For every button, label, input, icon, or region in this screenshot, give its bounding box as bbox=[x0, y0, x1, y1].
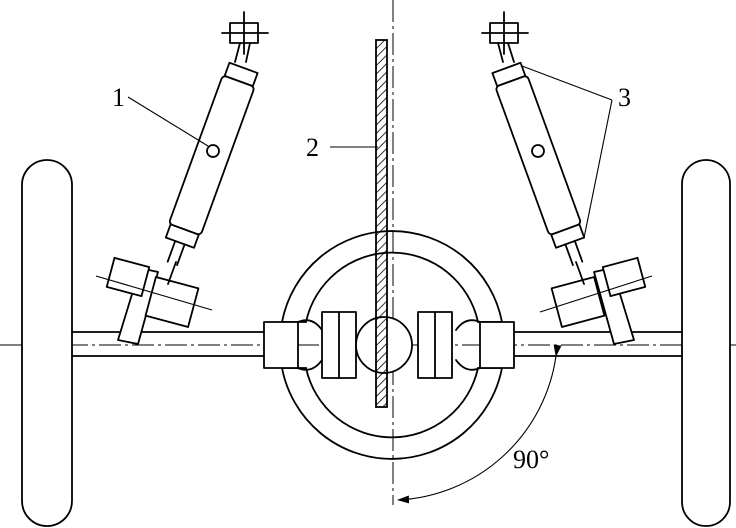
leader-line-3b bbox=[583, 99, 613, 239]
right-wheel bbox=[681, 159, 731, 527]
label-part-3: 3 bbox=[618, 83, 631, 112]
right-bracket bbox=[539, 256, 653, 345]
left-actuator bbox=[164, 11, 269, 266]
label-part-2: 2 bbox=[306, 133, 319, 162]
left-wheel bbox=[21, 159, 73, 527]
left-yoke-hub bbox=[263, 319, 323, 371]
leader-line-3a bbox=[521, 65, 613, 101]
right-actuator bbox=[481, 11, 586, 266]
left-axle-shaft bbox=[71, 331, 266, 357]
left-bracket bbox=[95, 256, 213, 345]
hatched-plate bbox=[375, 39, 388, 408]
left-gear bbox=[321, 311, 357, 379]
right-axle-shaft bbox=[512, 331, 683, 357]
angle-arc bbox=[397, 344, 562, 504]
label-angle: 90° bbox=[513, 445, 549, 474]
label-part-1: 1 bbox=[112, 83, 125, 112]
leader-line-1 bbox=[127, 96, 209, 147]
right-gear bbox=[417, 311, 453, 379]
